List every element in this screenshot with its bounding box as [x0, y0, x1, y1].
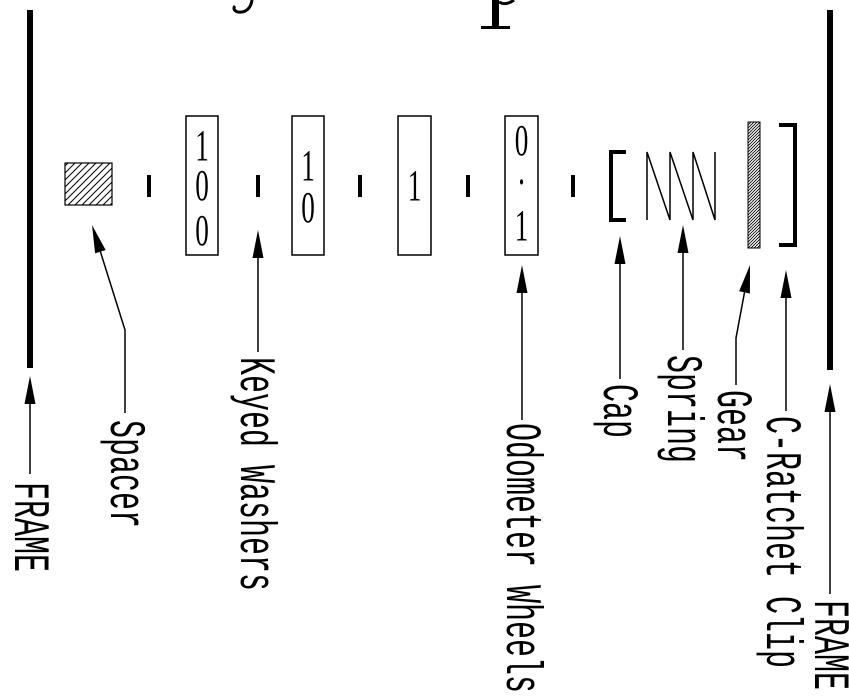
wheel-digit: 1	[301, 140, 315, 189]
arrow-spacer	[92, 225, 126, 413]
spring	[646, 151, 716, 221]
wheel-digit: 1	[515, 200, 529, 249]
arrow-cap	[614, 236, 626, 379]
wheel-box	[504, 115, 539, 256]
arrow-spring	[677, 225, 689, 350]
odometer-wheel-2: 1 0	[291, 115, 325, 256]
keyed-washer	[147, 175, 151, 197]
label-spring: Spring	[652, 355, 711, 463]
part-labels: FRAME Spacer Keyed Washers Odometer Whee…	[0, 355, 849, 693]
keyed-washer	[466, 175, 470, 197]
wheel-digit: 0	[301, 182, 315, 231]
cap	[609, 150, 626, 222]
c-ratchet-clip	[779, 123, 797, 247]
frame-left	[27, 10, 33, 368]
label-odometer-wheels: Odometer Wheels	[491, 423, 550, 693]
keyed-washers	[147, 175, 575, 197]
arrow-frame-left	[24, 376, 36, 474]
label-gear: Gear	[702, 390, 761, 462]
gear	[747, 121, 761, 249]
arrow-c-ratchet-clip	[780, 270, 792, 411]
odometer-wheel-3: 1	[397, 115, 432, 256]
label-spacer: Spacer	[95, 420, 154, 528]
keyed-washer	[256, 175, 260, 197]
arrow-gear	[735, 265, 750, 385]
wheel-digit: 0	[515, 115, 529, 164]
arrow-frame-right	[824, 384, 836, 594]
keyed-washer	[571, 175, 575, 197]
wheel-digit: 1	[195, 120, 209, 169]
label-c-ratchet-clip: C-Ratchet Clip	[751, 416, 810, 668]
leader-arrows	[24, 225, 836, 594]
keyed-washer	[358, 175, 362, 197]
wheel-digit: 0	[195, 160, 209, 209]
wheel-box	[291, 115, 325, 256]
odometer-wheel-4: 0 . 1	[504, 115, 539, 256]
label-keyed-washers: Keyed Washers	[225, 357, 284, 591]
wheel-digit: .	[518, 144, 525, 193]
label-cap: Cap	[588, 384, 647, 438]
arrow-keyed-washers	[252, 230, 264, 352]
wheel-box	[397, 115, 432, 256]
cropped-title-fragments	[232, 0, 515, 29]
title-fragment-glyph	[481, 0, 515, 29]
title-fragment-glyph	[232, 0, 254, 14]
odometer-wheel-1: 1 0 0	[185, 115, 219, 256]
wheel-box	[185, 115, 219, 256]
label-frame-right: FRAME	[799, 600, 849, 690]
spacer	[64, 162, 113, 206]
wheel-digit: 0	[195, 205, 209, 254]
wheel-digit: 1	[408, 160, 422, 209]
label-frame-left: FRAME	[0, 482, 58, 572]
frame-right	[827, 10, 833, 370]
arrow-odometer-wheels	[516, 265, 528, 420]
